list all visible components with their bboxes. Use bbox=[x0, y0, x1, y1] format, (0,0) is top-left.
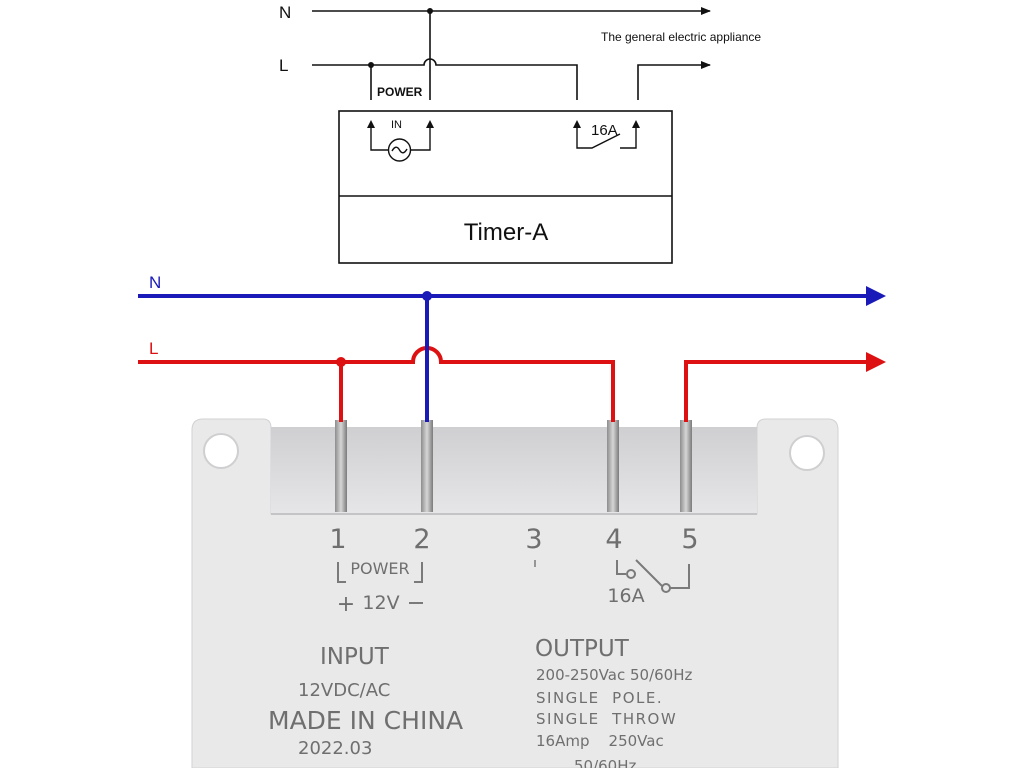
mounting-hole-left-icon bbox=[203, 433, 239, 469]
terminal-number-2: 2 bbox=[413, 524, 430, 555]
output-voltage: 200-250Vac 50/60Hz bbox=[536, 666, 692, 684]
schematic-neutral-label: N bbox=[279, 3, 291, 22]
relay-contact-right-icon bbox=[661, 583, 671, 593]
power-bracket bbox=[337, 562, 423, 583]
neutral-arrow-icon bbox=[866, 286, 886, 306]
device-relay-rating: 16A bbox=[607, 585, 644, 607]
schematic-line-wire bbox=[312, 58, 578, 100]
terminal-pin-5 bbox=[680, 420, 692, 512]
schematic-output-wire bbox=[637, 61, 711, 100]
line-junction-dot bbox=[336, 357, 346, 367]
load-wire-red bbox=[684, 360, 870, 422]
relay-contact-left-icon bbox=[626, 569, 636, 579]
device-body bbox=[191, 418, 839, 768]
terminal-cavity bbox=[271, 427, 757, 514]
schematic-input-wiring bbox=[370, 126, 431, 151]
schematic-power-label: POWER bbox=[377, 85, 423, 99]
schematic-line-label: L bbox=[279, 56, 288, 75]
relay-switch-icon bbox=[616, 559, 690, 589]
schematic-junction-l bbox=[368, 62, 374, 68]
output-pole: SINGLE POLE. bbox=[536, 689, 663, 707]
device-power-label: POWER bbox=[350, 559, 409, 578]
input-date: 2022.03 bbox=[298, 738, 372, 759]
neutral-junction-dot bbox=[422, 291, 432, 301]
plus-sign: + bbox=[337, 592, 355, 617]
device-labels: 1 2 3 4 5 POWER + 12V 16A INPUT 12VDC/AC… bbox=[268, 524, 699, 768]
output-title: OUTPUT bbox=[535, 636, 630, 662]
load-arrow-icon bbox=[866, 352, 886, 372]
schematic-relay-arrow-left-icon bbox=[573, 120, 581, 128]
input-origin: MADE IN CHINA bbox=[268, 706, 463, 735]
output-frequency: 50/60Hz bbox=[574, 757, 637, 768]
wiring-neutral-label: N bbox=[149, 273, 161, 292]
schematic: N L The general electric appliance POWER… bbox=[279, 3, 761, 264]
schematic-relay-wiring bbox=[576, 126, 637, 149]
input-title: INPUT bbox=[320, 644, 390, 670]
terminal-number-5: 5 bbox=[681, 524, 698, 555]
output-throw: SINGLE THROW bbox=[536, 710, 677, 728]
schematic-input-arrow-left-icon bbox=[367, 120, 375, 128]
schematic-appliance-label: The general electric appliance bbox=[601, 30, 761, 44]
schematic-input-label: IN bbox=[391, 119, 402, 131]
mounting-hole-right-icon bbox=[789, 435, 825, 471]
schematic-junction-n bbox=[427, 8, 433, 14]
input-spec: 12VDC/AC bbox=[298, 680, 390, 701]
wiring-line-label: L bbox=[149, 339, 158, 358]
output-rating: 16Amp 250Vac bbox=[536, 732, 664, 750]
terminal-pin-2 bbox=[421, 420, 433, 512]
terminal-pin-1 bbox=[335, 420, 347, 512]
terminal-number-3: 3 bbox=[525, 524, 542, 555]
line-wire-red bbox=[138, 346, 615, 422]
colored-wiring: N L bbox=[138, 273, 886, 422]
schematic-relay-rating: 16A bbox=[591, 122, 618, 139]
terminal-pin-4 bbox=[607, 420, 619, 512]
terminal-number-4: 4 bbox=[605, 524, 622, 555]
ac-wave-icon bbox=[391, 146, 408, 154]
terminal-number-1: 1 bbox=[329, 524, 346, 555]
schematic-relay-arrow-right-icon bbox=[632, 120, 640, 128]
device-supply-label: 12V bbox=[362, 592, 399, 614]
schematic-device-name: Timer-A bbox=[464, 219, 548, 246]
schematic-input-arrow-right-icon bbox=[426, 120, 434, 128]
